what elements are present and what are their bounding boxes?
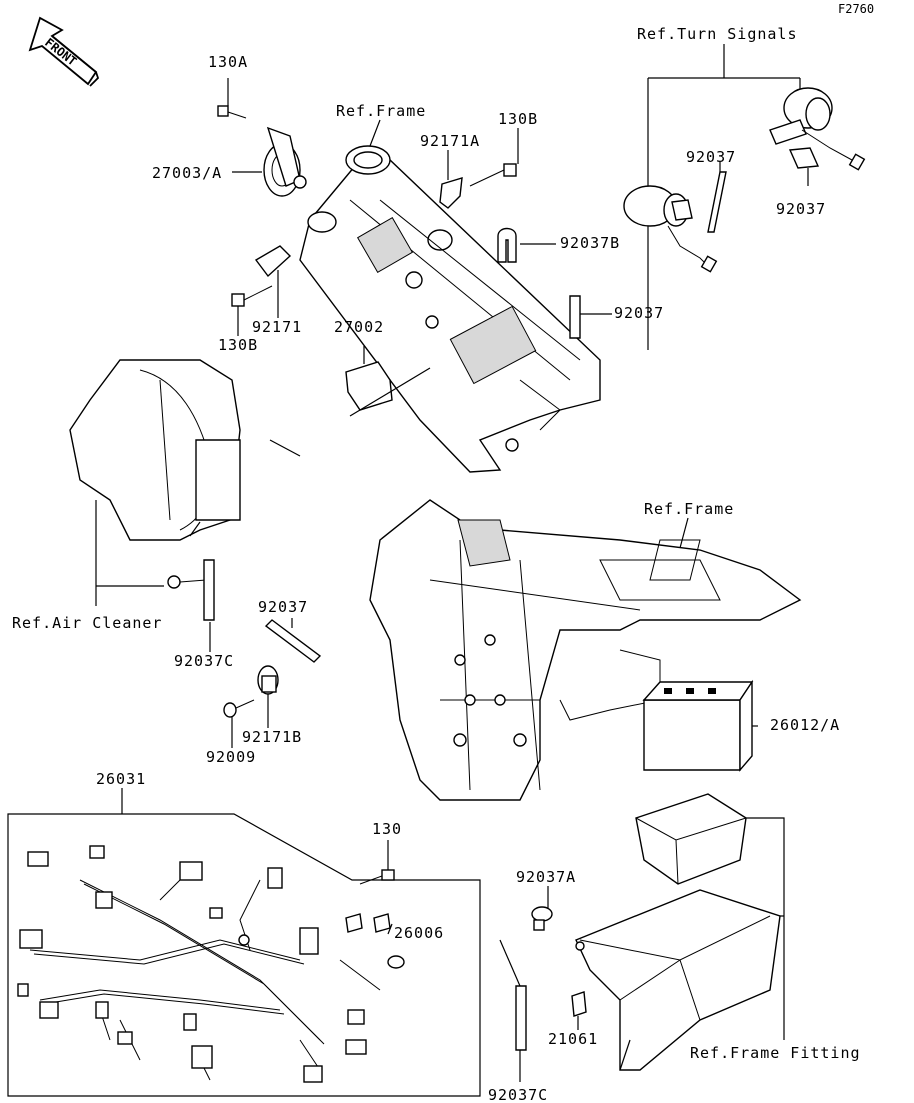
bolt-130 — [359, 869, 395, 885]
label-ref-frame-mid: Ref.Frame — [644, 500, 734, 518]
label-92037c-bottom: 92037C — [488, 1086, 548, 1103]
label-26012a: 26012/A — [770, 716, 840, 734]
label-92037b: 92037B — [560, 234, 620, 252]
label-ref-air-cleaner: Ref.Air Cleaner — [12, 614, 162, 632]
upper-frame — [299, 145, 601, 473]
label-130a: 130A — [208, 53, 248, 71]
bolt-130b-left — [231, 285, 273, 307]
clamp-92171b — [257, 665, 279, 695]
label-ref-frame-fitting: Ref.Frame Fitting — [690, 1044, 861, 1062]
label-92171b: 92171B — [242, 728, 302, 746]
label-92037-mid: 92037 — [258, 598, 308, 616]
label-130b-left: 130B — [218, 336, 258, 354]
strap-92037c-bottom — [515, 985, 527, 1051]
leader-lines — [95, 78, 785, 1082]
strap-92037c-top — [203, 559, 215, 621]
strap-92037-right — [569, 295, 581, 339]
label-92037c-top: 92037C — [174, 652, 234, 670]
air-cleaner-cover — [69, 359, 241, 589]
label-92171: 92171 — [252, 318, 302, 336]
turn-signal-left — [623, 185, 718, 273]
turn-signals-group — [623, 44, 866, 350]
wiring-harness-26031 — [17, 845, 405, 1083]
bolt-92009 — [223, 699, 255, 718]
label-ref-turn-signals: Ref.Turn Signals — [637, 25, 798, 43]
label-92037-right: 92037 — [614, 304, 664, 322]
bolt-130a — [217, 105, 247, 119]
label-21061: 21061 — [548, 1030, 598, 1048]
label-92171a: 92171A — [420, 132, 480, 150]
label-27003a: 27003/A — [152, 164, 222, 182]
main-frame — [369, 499, 802, 801]
turn-signal-right — [769, 87, 866, 171]
connector-21061 — [571, 991, 587, 1017]
front-label: FRONT — [42, 35, 79, 68]
clamp-92037a — [531, 906, 553, 931]
clamp-92171 — [254, 245, 292, 278]
label-27002: 27002 — [334, 318, 384, 336]
battery-case — [635, 793, 747, 885]
label-92037-ts-left: 92037 — [686, 148, 736, 166]
figure-code: F2760 — [838, 2, 874, 16]
label-92037-ts-right: 92037 — [776, 200, 826, 218]
harness-box — [7, 813, 481, 1097]
battery-26012a — [642, 679, 754, 772]
fuses-26006 — [345, 913, 391, 933]
label-26006: 26006 — [394, 924, 444, 942]
strap-92037-mid — [264, 619, 322, 663]
label-130: 130 — [372, 820, 402, 838]
battery-tray — [575, 889, 781, 1071]
clamp-92037b — [497, 227, 517, 263]
horn — [263, 126, 307, 197]
clamp-92171a — [439, 177, 463, 209]
label-92037a: 92037A — [516, 868, 576, 886]
label-ref-frame-top: Ref.Frame — [336, 102, 426, 120]
label-92009: 92009 — [206, 748, 256, 766]
label-26031: 26031 — [96, 770, 146, 788]
label-130b-top: 130B — [498, 110, 538, 128]
front-arrow-icon: FRONT — [28, 16, 100, 87]
bolt-130b-top — [469, 163, 517, 187]
